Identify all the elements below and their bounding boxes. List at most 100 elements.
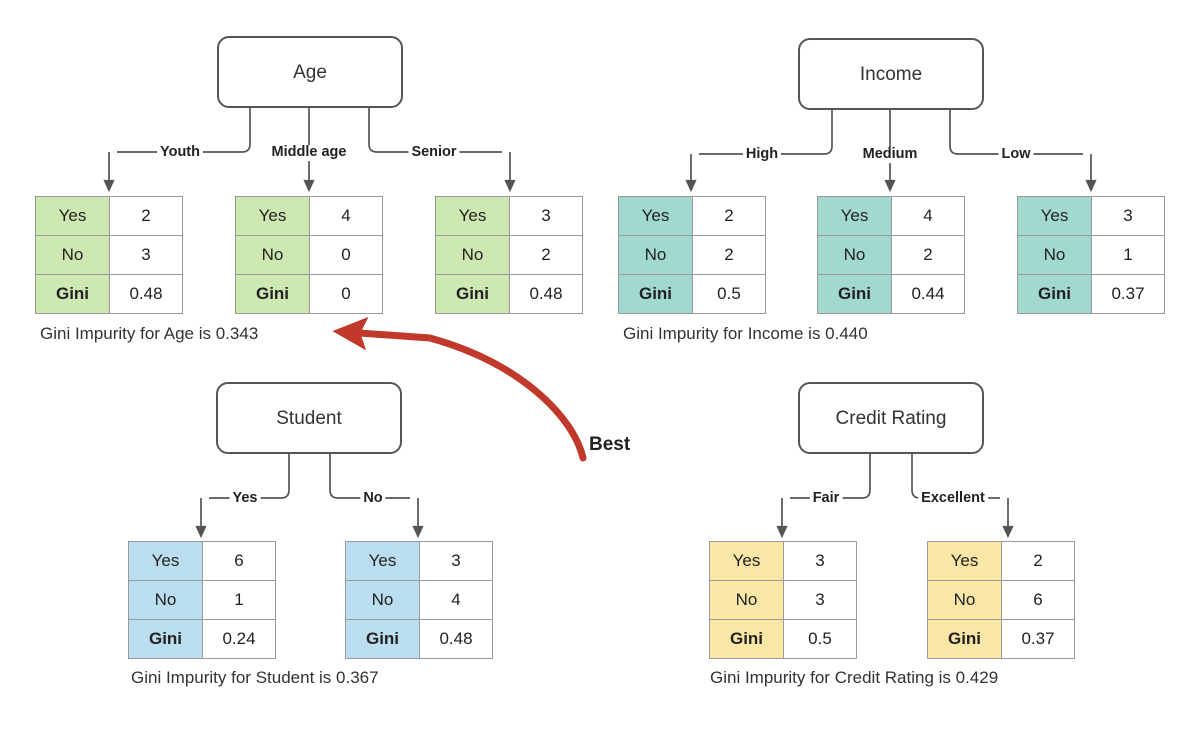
row-value-no: 2 (891, 235, 965, 275)
row-value-yes: 3 (509, 196, 583, 236)
row-label-no: No (927, 580, 1002, 620)
row-value-gini: 0.37 (1001, 619, 1075, 659)
stat-table-credit-fair: Yes 3 No 3 Gini 0.5 (709, 541, 857, 659)
row-label-yes: Yes (435, 196, 510, 236)
table-row: Gini 0.44 (817, 274, 965, 314)
row-value-no: 2 (692, 235, 766, 275)
edge-label-credit-1: Excellent (918, 490, 988, 507)
table-row: No 1 (128, 580, 276, 620)
node-credit-rating[interactable]: Credit Rating (798, 382, 984, 454)
row-value-gini: 0.5 (783, 619, 857, 659)
table-row: Yes 3 (709, 541, 857, 581)
table-row: No 2 (618, 235, 766, 275)
edge-label-credit-0: Fair (809, 490, 843, 507)
row-value-gini: 0.24 (202, 619, 276, 659)
row-label-yes: Yes (345, 541, 420, 581)
caption-age: Gini Impurity for Age is 0.343 (40, 324, 259, 343)
table-row: Gini 0.5 (709, 619, 857, 659)
table-row: No 0 (235, 235, 383, 275)
node-income[interactable]: Income (798, 38, 984, 110)
table-row: Gini 0.37 (927, 619, 1075, 659)
row-label-gini: Gini (235, 274, 310, 314)
row-label-no: No (709, 580, 784, 620)
row-value-yes: 3 (419, 541, 493, 581)
table-row: No 6 (927, 580, 1075, 620)
edge-label-income-0: High (742, 146, 782, 163)
table-row: Yes 4 (817, 196, 965, 236)
stat-table-age-youth: Yes 2 No 3 Gini 0.48 (35, 196, 183, 314)
table-row: Yes 3 (345, 541, 493, 581)
table-row: Yes 3 (435, 196, 583, 236)
node-student[interactable]: Student (216, 382, 402, 454)
row-label-yes: Yes (1017, 196, 1092, 236)
row-label-no: No (35, 235, 110, 275)
node-age[interactable]: Age (217, 36, 403, 108)
row-value-gini: 0.44 (891, 274, 965, 314)
row-label-no: No (817, 235, 892, 275)
row-value-no: 6 (1001, 580, 1075, 620)
stat-table-age-middle-age: Yes 4 No 0 Gini 0 (235, 196, 383, 314)
caption-credit-rating: Gini Impurity for Credit Rating is 0.429 (710, 668, 999, 687)
table-row: No 4 (345, 580, 493, 620)
row-value-no: 2 (509, 235, 583, 275)
row-label-yes: Yes (235, 196, 310, 236)
row-value-yes: 3 (1091, 196, 1165, 236)
row-value-yes: 2 (109, 196, 183, 236)
table-row: No 2 (817, 235, 965, 275)
edge-label-age-2: Senior (408, 144, 460, 161)
row-value-no: 1 (202, 580, 276, 620)
caption-student: Gini Impurity for Student is 0.367 (131, 668, 379, 687)
row-value-no: 3 (783, 580, 857, 620)
row-label-no: No (435, 235, 510, 275)
row-value-yes: 6 (202, 541, 276, 581)
row-label-gini: Gini (1017, 274, 1092, 314)
row-value-yes: 2 (1001, 541, 1075, 581)
row-value-no: 1 (1091, 235, 1165, 275)
table-row: No 3 (35, 235, 183, 275)
stat-table-student-no: Yes 3 No 4 Gini 0.48 (345, 541, 493, 659)
stat-table-income-low: Yes 3 No 1 Gini 0.37 (1017, 196, 1165, 314)
caption-income: Gini Impurity for Income is 0.440 (623, 324, 868, 343)
table-row: No 1 (1017, 235, 1165, 275)
table-row: No 3 (709, 580, 857, 620)
row-value-yes: 3 (783, 541, 857, 581)
table-row: Gini 0.37 (1017, 274, 1165, 314)
table-row: Gini 0.48 (435, 274, 583, 314)
row-value-gini: 0.37 (1091, 274, 1165, 314)
table-row: Gini 0.48 (345, 619, 493, 659)
table-row: Yes 6 (128, 541, 276, 581)
stat-table-age-senior: Yes 3 No 2 Gini 0.48 (435, 196, 583, 314)
table-row: Gini 0.5 (618, 274, 766, 314)
row-value-no: 3 (109, 235, 183, 275)
node-student-label: Student (276, 407, 342, 429)
table-row: No 2 (435, 235, 583, 275)
row-label-no: No (618, 235, 693, 275)
edge-label-income-1: Medium (859, 146, 921, 163)
edge-label-student-0: Yes (229, 490, 261, 507)
node-credit-rating-label: Credit Rating (835, 407, 947, 429)
row-label-gini: Gini (618, 274, 693, 314)
row-label-gini: Gini (345, 619, 420, 659)
row-label-yes: Yes (709, 541, 784, 581)
stat-table-income-high: Yes 2 No 2 Gini 0.5 (618, 196, 766, 314)
best-annotation-label: Best (589, 434, 631, 455)
table-row: Yes 2 (927, 541, 1075, 581)
row-label-yes: Yes (128, 541, 203, 581)
table-row: Gini 0 (235, 274, 383, 314)
row-label-gini: Gini (35, 274, 110, 314)
row-label-yes: Yes (817, 196, 892, 236)
node-age-label: Age (293, 61, 327, 83)
row-label-no: No (345, 580, 420, 620)
table-row: Yes 2 (618, 196, 766, 236)
row-value-yes: 2 (692, 196, 766, 236)
row-label-yes: Yes (618, 196, 693, 236)
row-value-yes: 4 (309, 196, 383, 236)
table-row: Gini 0.24 (128, 619, 276, 659)
edge-label-student-1: No (360, 490, 386, 507)
stat-table-student-yes: Yes 6 No 1 Gini 0.24 (128, 541, 276, 659)
row-label-gini: Gini (128, 619, 203, 659)
table-row: Yes 2 (35, 196, 183, 236)
row-value-no: 0 (309, 235, 383, 275)
edge-label-income-2: Low (998, 146, 1034, 163)
node-income-label: Income (859, 63, 923, 85)
